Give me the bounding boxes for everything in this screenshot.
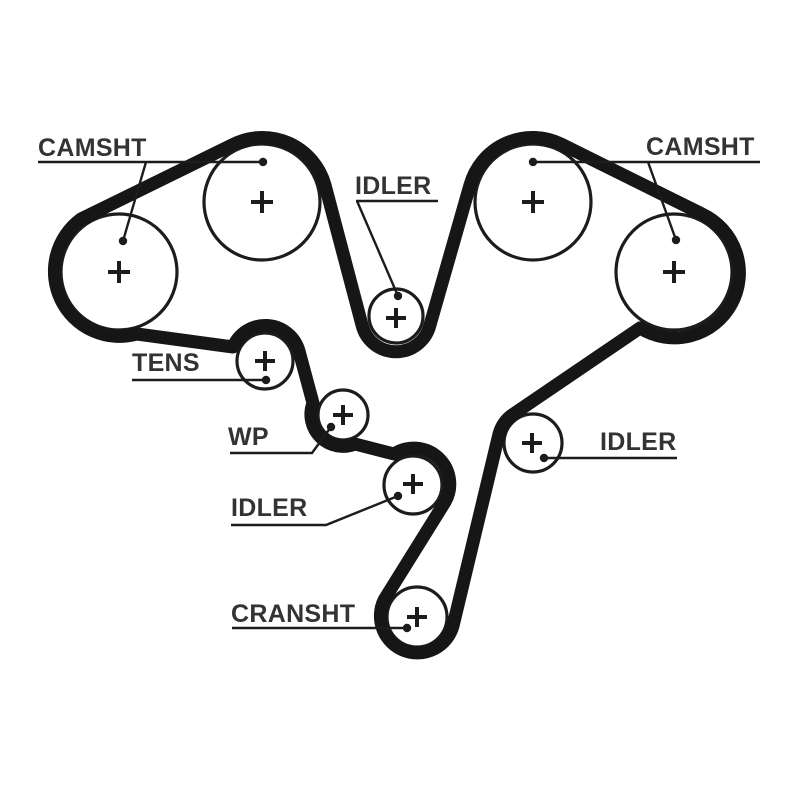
pulley-center-mark (522, 191, 544, 213)
camshaft-right-leader (533, 160, 760, 241)
leader-dot (261, 375, 271, 385)
label-camshaft-right: CAMSHT (646, 133, 755, 161)
leader-dot (671, 235, 681, 245)
leader-dot (402, 623, 412, 633)
pulley-center-mark (386, 308, 406, 328)
idler-top-leader (355, 199, 438, 297)
camshaft-left-leader (38, 160, 263, 242)
water-pump-leader (230, 426, 332, 455)
pulley-center-mark (251, 191, 273, 213)
leader-dot (118, 236, 128, 246)
labels: CAMSHT CAMSHT IDLER TENS WP IDLER CRANSH… (38, 133, 755, 628)
pulley-center-mark (108, 261, 130, 283)
label-idler-right: IDLER (600, 428, 677, 456)
label-water-pump: WP (228, 423, 269, 451)
leader-dot (528, 157, 538, 167)
pulley-center-mark (255, 351, 275, 371)
label-idler-top: IDLER (355, 172, 432, 200)
idler-lower-leader (231, 494, 399, 527)
pulley-center-mark (522, 433, 542, 453)
label-camshaft-left: CAMSHT (38, 134, 147, 162)
pulley-center-mark (407, 607, 427, 627)
pulley-center-mark (333, 405, 353, 425)
pulley-center-mark (403, 474, 423, 494)
leader-dot (393, 491, 403, 501)
label-idler-lower: IDLER (231, 494, 308, 522)
label-tensioner: TENS (132, 349, 200, 377)
leader-dot (258, 157, 268, 167)
pulley-center-mark (663, 261, 685, 283)
timing-belt-path (47, 130, 746, 660)
leader-dot (539, 453, 549, 463)
pulleys (59, 142, 734, 649)
leader-dot (326, 422, 336, 432)
leader-dot (393, 291, 403, 301)
label-crankshaft: CRANSHT (231, 600, 355, 628)
label-leader-lines (38, 157, 760, 633)
pulley-center-marks (108, 191, 685, 627)
